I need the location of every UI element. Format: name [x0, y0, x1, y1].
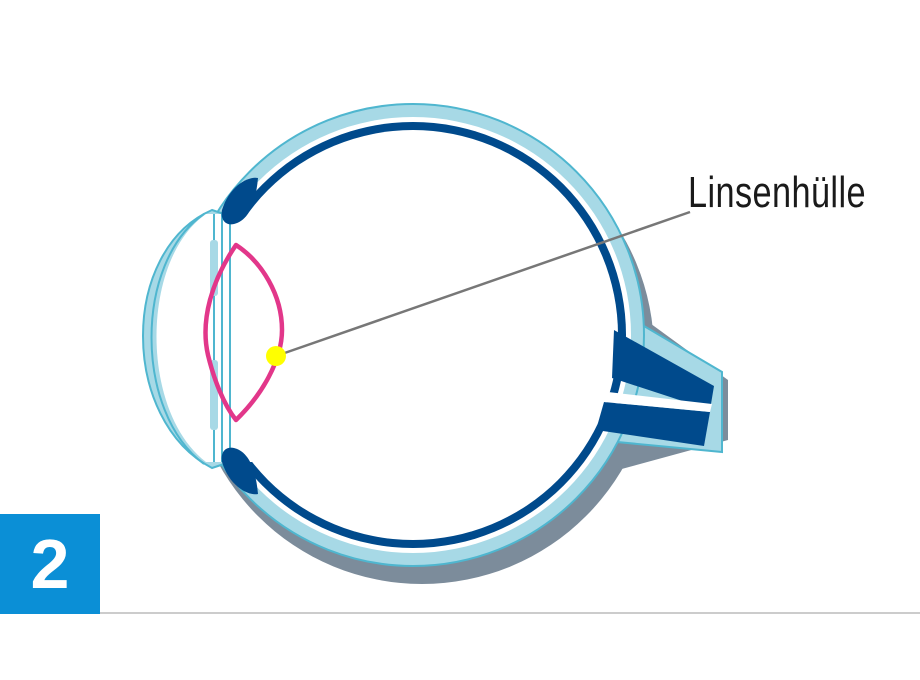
ciliary-body-bottom: [221, 447, 258, 495]
callout-leader-line: [275, 210, 691, 358]
footer-divider: [100, 612, 920, 614]
lens-capsule: [203, 242, 285, 423]
optic-nerve-inner: [596, 330, 714, 446]
cornea-inner-edge: [150, 213, 205, 465]
step-number-badge: 2: [0, 514, 100, 614]
ciliary-body-top: [221, 177, 258, 225]
capsule-highlight-dot: [266, 346, 286, 366]
vitreous-body: [208, 130, 618, 540]
callout-label: Linsenhülle: [688, 168, 866, 217]
